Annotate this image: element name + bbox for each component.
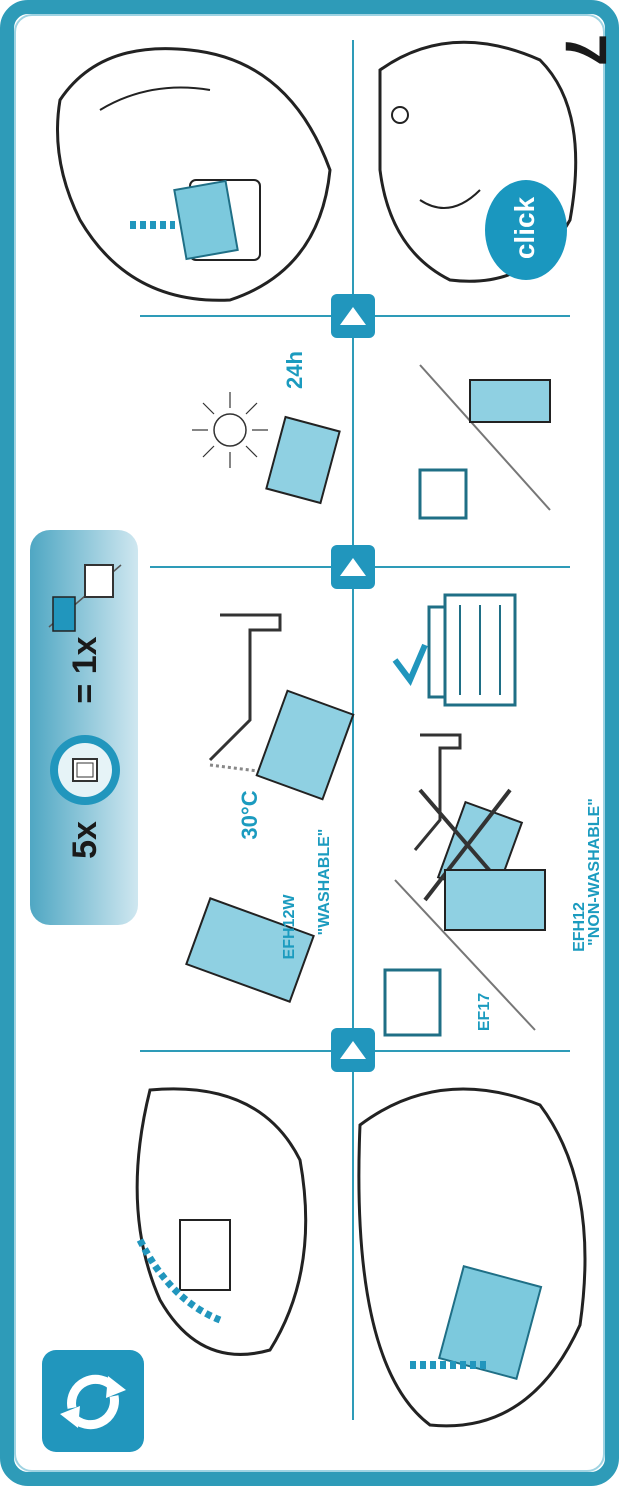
step-arrow-button-2 bbox=[331, 545, 375, 589]
nonwashable-text-label: "NON-WASHABLE" bbox=[583, 787, 607, 957]
tap-washing-illustration bbox=[200, 600, 350, 800]
vacuum-click-illustration bbox=[360, 20, 600, 300]
trash-bin-icon bbox=[415, 585, 525, 715]
vacuum-open-lid-illustration bbox=[110, 1070, 320, 1370]
filter-pair-icon bbox=[45, 545, 125, 635]
click-label: click bbox=[507, 183, 543, 273]
filter-swap-illustration bbox=[400, 360, 590, 530]
vacuum-remove-filter-illustration bbox=[340, 1065, 600, 1445]
washable-model-label: EFH12W bbox=[278, 882, 302, 972]
ef17-label: EF17 bbox=[473, 982, 497, 1042]
filter-change-icon bbox=[50, 735, 120, 805]
check-mark-icon bbox=[390, 640, 430, 690]
washable-filter-drying-icon bbox=[265, 415, 345, 505]
dry-time-label: 24h bbox=[280, 340, 310, 400]
vacuum-insert-filter-illustration bbox=[40, 20, 340, 310]
summary-count-left: 5x bbox=[65, 800, 105, 880]
temperature-label: 30°C bbox=[235, 775, 265, 855]
ef17-filter-icon bbox=[375, 860, 565, 1050]
sun-icon bbox=[190, 390, 270, 470]
washable-text-label: "WASHABLE" bbox=[313, 817, 337, 947]
